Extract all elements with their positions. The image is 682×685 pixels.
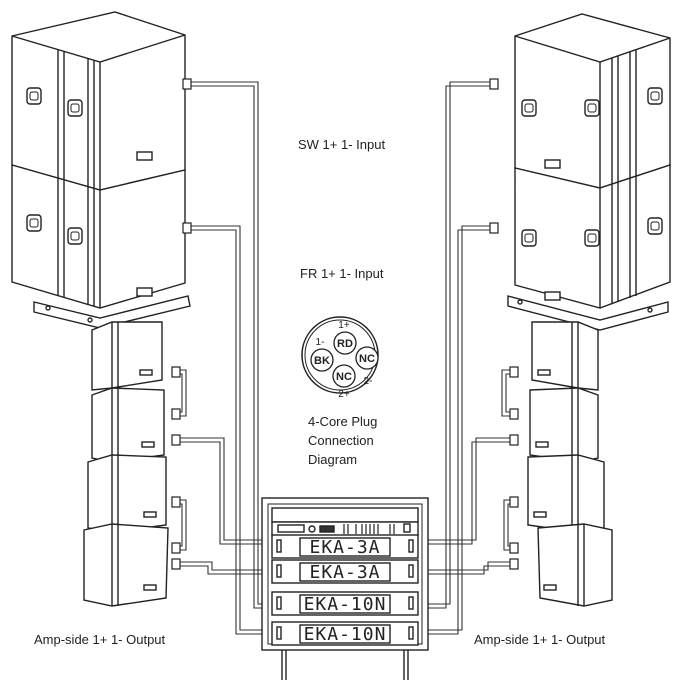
amp-output-label-left: Amp-side 1+ 1- Output bbox=[34, 632, 166, 647]
rack-unit-label: EKA-10N bbox=[304, 594, 387, 615]
rack-unit-label: EKA-3A bbox=[309, 537, 380, 558]
amp-output-label-right: Amp-side 1+ 1- Output bbox=[474, 632, 606, 647]
amplifier-rack bbox=[261, 497, 429, 680]
plug-pin-label: BK bbox=[314, 355, 330, 367]
plug-polarity-label: 2- bbox=[364, 376, 373, 387]
plug-pin-label: NC bbox=[336, 371, 352, 383]
plug-polarity-label: 1+ bbox=[338, 320, 350, 331]
fr-input-label: FR 1+ 1- Input bbox=[300, 266, 384, 281]
plug-caption-line-3: Diagram bbox=[308, 452, 358, 467]
plug-diagram: RD BK NC NC 1+ 1- 2- 2+ bbox=[301, 316, 379, 400]
plug-pin-label: NC bbox=[359, 353, 375, 365]
sw-input-label: SW 1+ 1- Input bbox=[298, 137, 386, 152]
rack-unit-label: EKA-10N bbox=[304, 624, 387, 645]
plug-pin-label: RD bbox=[337, 338, 353, 350]
rack-unit-label: EKA-3A bbox=[309, 562, 380, 583]
cable-connectors bbox=[171, 78, 519, 570]
left-line-array bbox=[83, 321, 169, 607]
right-line-array bbox=[527, 321, 613, 607]
plug-polarity-label: 1- bbox=[316, 337, 325, 348]
plug-polarity-label: 2+ bbox=[338, 389, 350, 400]
plug-caption-line-2: Connection bbox=[308, 433, 374, 448]
right-subwoofer-stack bbox=[507, 13, 671, 331]
left-subwoofer-stack bbox=[11, 11, 191, 329]
plug-caption-line-1: 4-Core Plug bbox=[308, 414, 378, 429]
